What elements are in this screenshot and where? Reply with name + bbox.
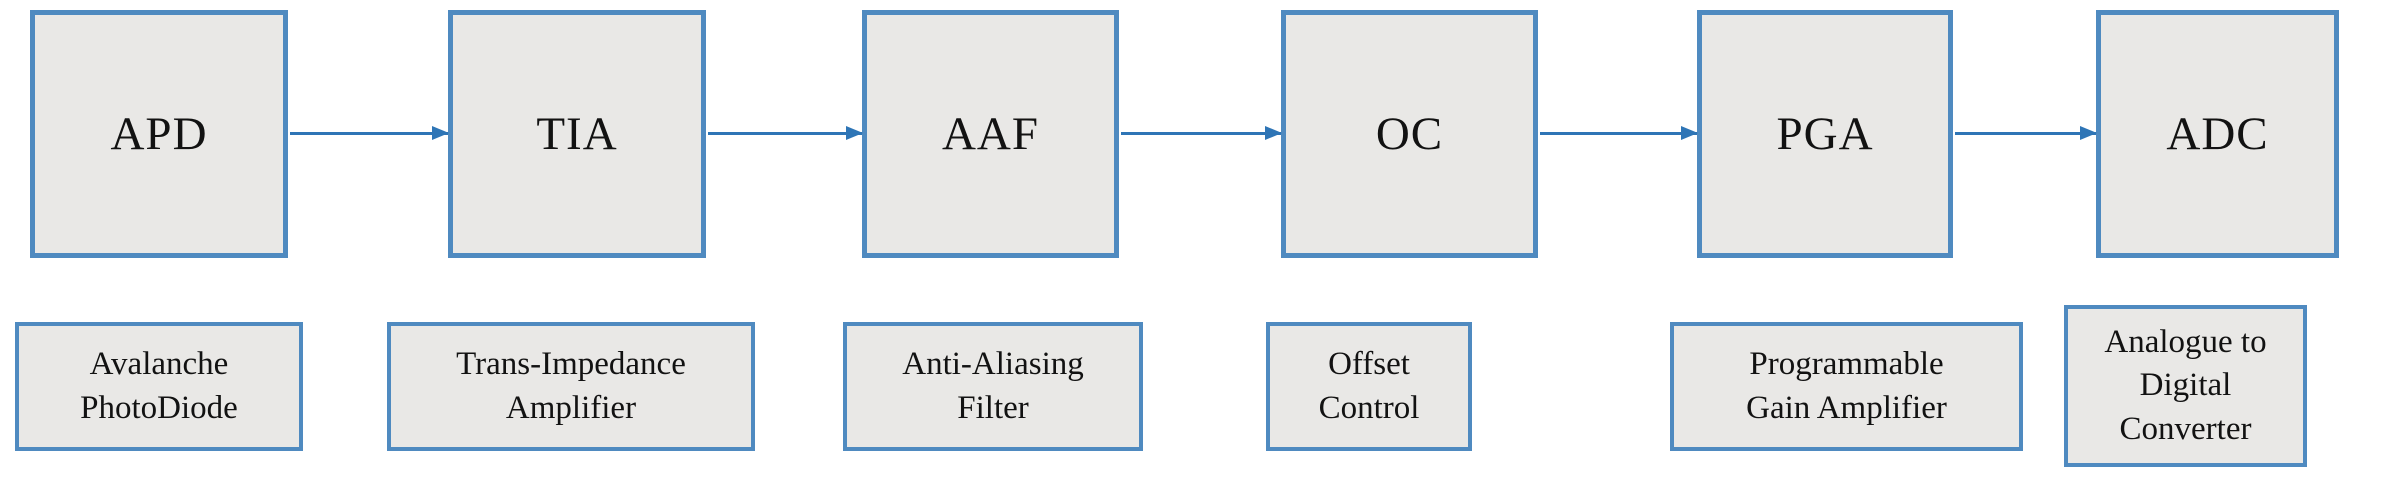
block-tia: TIA: [448, 10, 706, 258]
arrowhead-icon: [1681, 126, 1698, 140]
arrow-oc-to-pga: [1540, 126, 1698, 140]
arrowhead-icon: [2080, 126, 2097, 140]
block-adc: ADC: [2096, 10, 2339, 258]
block-aaf: AAF: [862, 10, 1119, 258]
block-oc-label: OC: [1375, 108, 1444, 160]
arrow-tia-to-aaf: [708, 126, 863, 140]
block-pga: PGA: [1697, 10, 1953, 258]
label-line: Anti-Aliasing: [902, 345, 1084, 382]
label-line: Analogue to: [2104, 323, 2267, 360]
label-trans-impedance-amplifier: Trans-Impedance Amplifier: [387, 322, 755, 451]
label-programmable-gain-amplifier: Programmable Gain Amplifier: [1670, 322, 2023, 451]
arrowhead-icon: [846, 126, 863, 140]
label-line: Gain Amplifier: [1746, 389, 1947, 426]
arrowhead-icon: [432, 126, 449, 140]
label-line: Trans-Impedance: [456, 345, 686, 382]
label-analogue-to-digital-converter: Analogue to Digital Converter: [2064, 305, 2307, 467]
arrow-pga-to-adc: [1955, 126, 2097, 140]
block-apd-label: APD: [110, 108, 208, 160]
block-oc: OC: [1281, 10, 1538, 258]
label-anti-aliasing-filter: Anti-Aliasing Filter: [843, 322, 1143, 451]
arrow-aaf-to-oc: [1121, 126, 1282, 140]
label-avalanche-photodiode: Avalanche PhotoDiode: [15, 322, 303, 451]
label-line: Digital: [2139, 367, 2232, 404]
block-adc-label: ADC: [2166, 108, 2269, 160]
label-line: Programmable: [1749, 345, 1944, 382]
label-line: Amplifier: [505, 389, 637, 426]
block-apd: APD: [30, 10, 288, 258]
label-line: Avalanche: [89, 345, 229, 382]
label-line: Filter: [957, 389, 1029, 426]
block-pga-label: PGA: [1776, 108, 1874, 160]
block-aaf-label: AAF: [941, 108, 1040, 160]
arrow-apd-to-tia: [290, 126, 449, 140]
block-tia-label: TIA: [536, 108, 618, 160]
label-line: Converter: [2119, 410, 2252, 447]
label-offset-control: Offset Control: [1266, 322, 1472, 451]
label-line: PhotoDiode: [80, 389, 238, 426]
label-line: Offset: [1328, 345, 1410, 382]
arrowhead-icon: [1265, 126, 1282, 140]
label-line: Control: [1318, 389, 1420, 426]
